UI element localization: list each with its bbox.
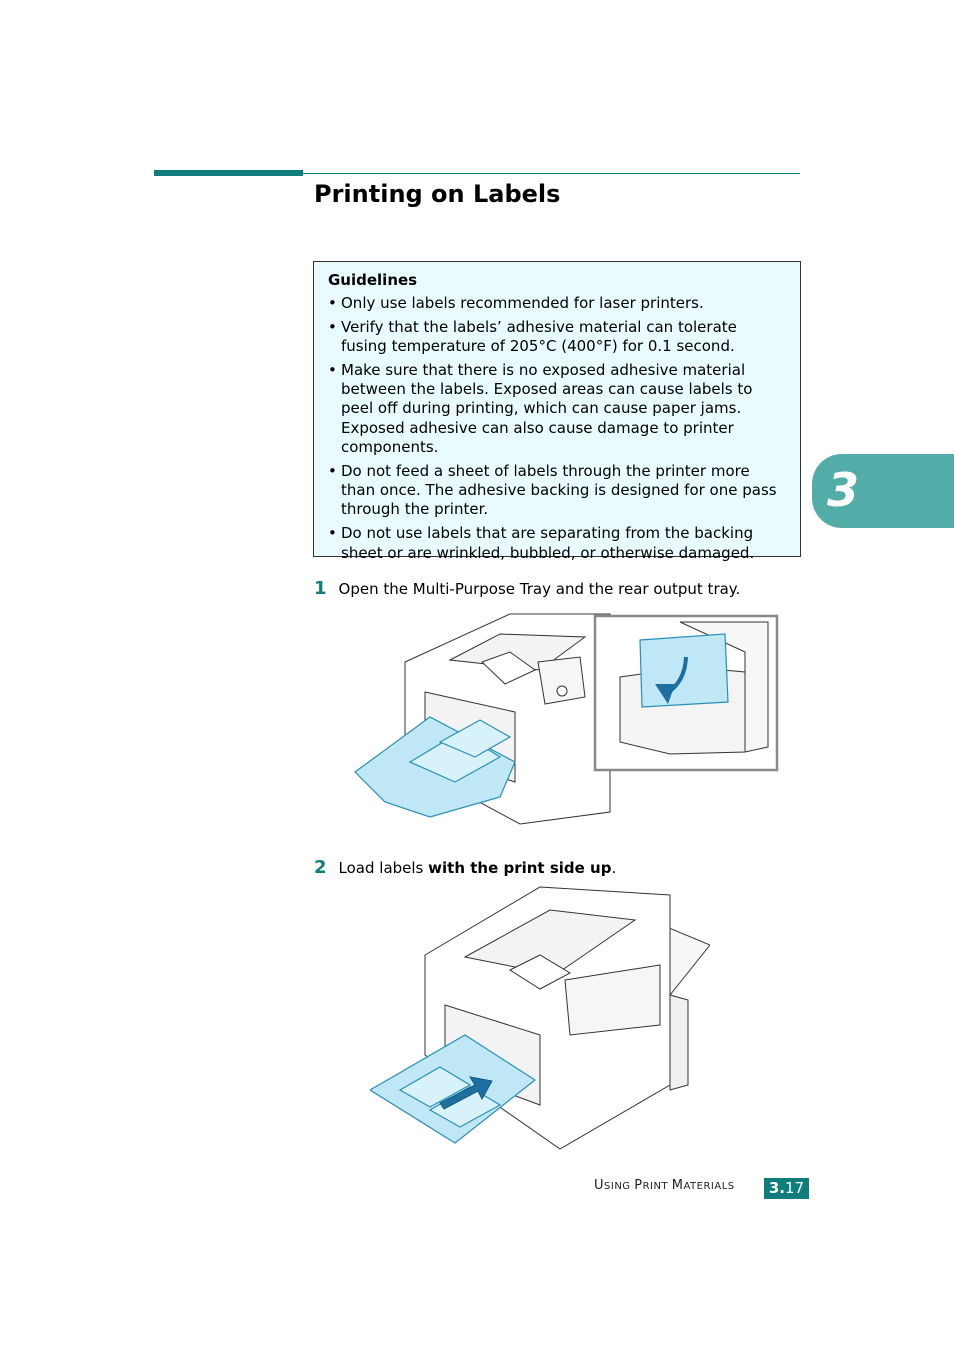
page-title: Printing on Labels [314,180,561,208]
step-text-after: . [611,859,617,877]
step-text-bold: with the print side up [428,859,612,877]
guideline-item: •Make sure that there is no exposed adhe… [328,360,753,457]
step-2: 2 Load labels with the print side up. [314,858,616,878]
header-rule-thin [303,173,800,174]
footer-section-name: USING PRINT MATERIALS [594,1178,735,1193]
printer-load-labels-illustration [370,886,710,1150]
chapter-tab: 3 [812,454,954,528]
guidelines-list: •Only use labels recommended for laser p… [328,294,786,563]
step-text-before: Load labels [338,859,429,877]
page-number: 17 [785,1179,805,1197]
guideline-item: •Only use labels recommended for laser p… [328,294,704,312]
guidelines-title: Guidelines [328,271,418,289]
chapter-number: 3 [827,463,860,517]
step-text: Open the Multi-Purpose Tray and the rear… [338,580,741,598]
guideline-item: •Do not feed a sheet of labels through t… [328,461,777,519]
step-1: 1 Open the Multi-Purpose Tray and the rea… [314,579,740,599]
guidelines-box: Guidelines •Only use labels recommended … [313,261,801,562]
guideline-item: •Verify that the labels’ adhesive materi… [328,317,737,356]
header-rule-thick [154,170,303,176]
page-chapter: 3. [768,1179,786,1197]
step-number: 1 [314,578,327,599]
page-number-badge: 3.17 [764,1178,809,1199]
printer-open-trays-illustration [354,613,779,825]
guideline-item: •Do not use labels that are separating f… [328,524,755,562]
step-number: 2 [314,857,327,878]
